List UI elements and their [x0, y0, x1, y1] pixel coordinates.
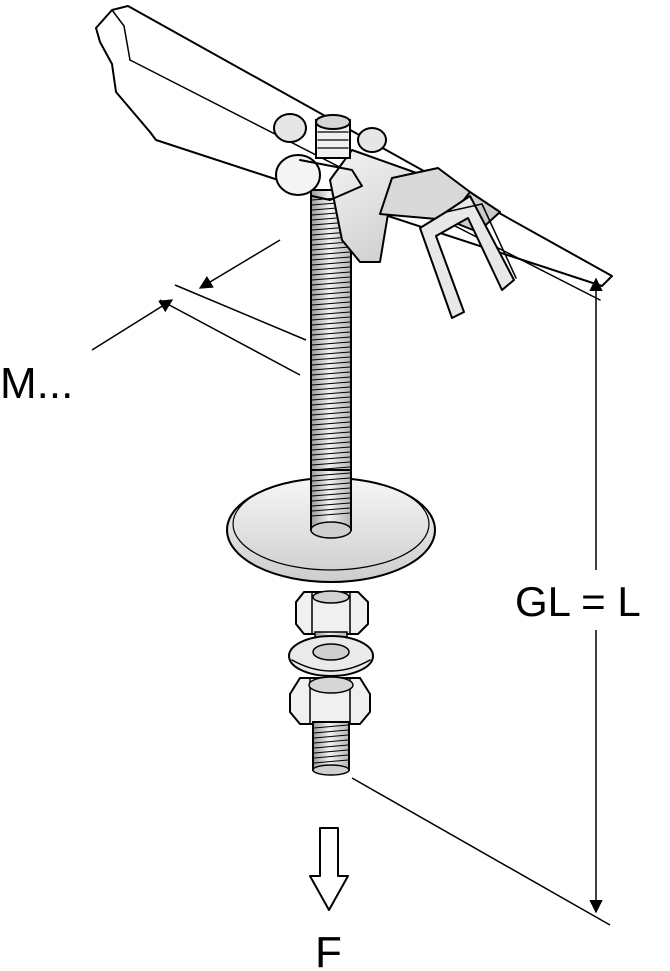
- rod-thread-pattern-lower: [311, 472, 351, 517]
- hex-nut-upper: [295, 590, 369, 635]
- thread-ridge: [311, 416, 351, 421]
- thread-ridge: [313, 744, 349, 749]
- length-dimension: [351, 277, 611, 926]
- thread-ridge: [311, 301, 351, 306]
- thread-ridge: [311, 361, 351, 366]
- thread-ridge: [311, 431, 351, 436]
- force-label: F: [315, 928, 342, 971]
- thread-ridge: [311, 512, 351, 517]
- thread-size-label: M...: [0, 359, 73, 408]
- thread-ridge: [311, 446, 351, 451]
- thread-ridge: [311, 477, 351, 482]
- thread-ridge: [311, 406, 351, 411]
- thread-ridge: [311, 456, 351, 461]
- thread-ridge: [311, 266, 351, 271]
- thread-ridge: [311, 371, 351, 376]
- thread-ridge: [311, 426, 351, 431]
- thread-ridge: [311, 421, 351, 426]
- thread-ridge: [311, 261, 351, 266]
- thread-ridge: [311, 256, 351, 261]
- thread-ridge: [311, 381, 351, 386]
- large-washer: [226, 469, 436, 583]
- thread-ridge: [311, 351, 351, 356]
- thread-ridge: [311, 497, 351, 502]
- force-arrow: [309, 827, 349, 911]
- thread-ridge: [313, 749, 349, 754]
- thread-ridge: [311, 311, 351, 316]
- thread-size-dimension: [91, 239, 307, 376]
- thread-ridge: [311, 376, 351, 381]
- thread-ridge: [311, 316, 351, 321]
- hex-nut-lower: [289, 676, 371, 725]
- thread-ridge: [313, 724, 349, 729]
- thread-ridge: [311, 276, 351, 281]
- thread-ridge: [311, 341, 351, 346]
- thread-ridge: [311, 396, 351, 401]
- thread-ridge: [311, 461, 351, 466]
- thread-ridge: [311, 291, 351, 296]
- thread-ridge: [311, 472, 351, 477]
- thread-ridge: [311, 321, 351, 326]
- thread-ridge: [311, 482, 351, 487]
- thread-ridge: [311, 286, 351, 291]
- thread-ridge: [311, 507, 351, 512]
- thread-ridge: [311, 502, 351, 507]
- thread-ridge: [311, 366, 351, 371]
- thread-ridge: [311, 306, 351, 311]
- thread-ridge: [311, 492, 351, 497]
- beam-clamp: [273, 113, 517, 319]
- thread-ridge: [311, 326, 351, 331]
- thread-ridge: [311, 436, 351, 441]
- thread-ridge: [313, 734, 349, 739]
- thread-ridge: [311, 336, 351, 341]
- thread-ridge: [311, 411, 351, 416]
- thread-ridge: [311, 281, 351, 286]
- thread-ridge: [311, 251, 351, 256]
- spring-washer: [288, 635, 374, 677]
- thread-ridge: [313, 729, 349, 734]
- thread-ridge: [311, 331, 351, 336]
- thread-ridge: [311, 391, 351, 396]
- thread-ridge: [313, 759, 349, 764]
- rod-end-thread-pattern: [313, 724, 349, 764]
- rod-end: [312, 721, 350, 776]
- thread-ridge: [311, 487, 351, 492]
- thread-ridge: [311, 386, 351, 391]
- thread-ridge: [311, 451, 351, 456]
- thread-ridge: [313, 754, 349, 759]
- thread-ridge: [311, 346, 351, 351]
- thread-ridge: [313, 739, 349, 744]
- thread-ridge: [311, 356, 351, 361]
- thread-ridge: [311, 441, 351, 446]
- thread-ridge: [311, 246, 351, 251]
- thread-ridge: [311, 401, 351, 406]
- thread-ridge: [311, 271, 351, 276]
- length-label: GL = L: [515, 578, 641, 625]
- thread-ridge: [311, 296, 351, 301]
